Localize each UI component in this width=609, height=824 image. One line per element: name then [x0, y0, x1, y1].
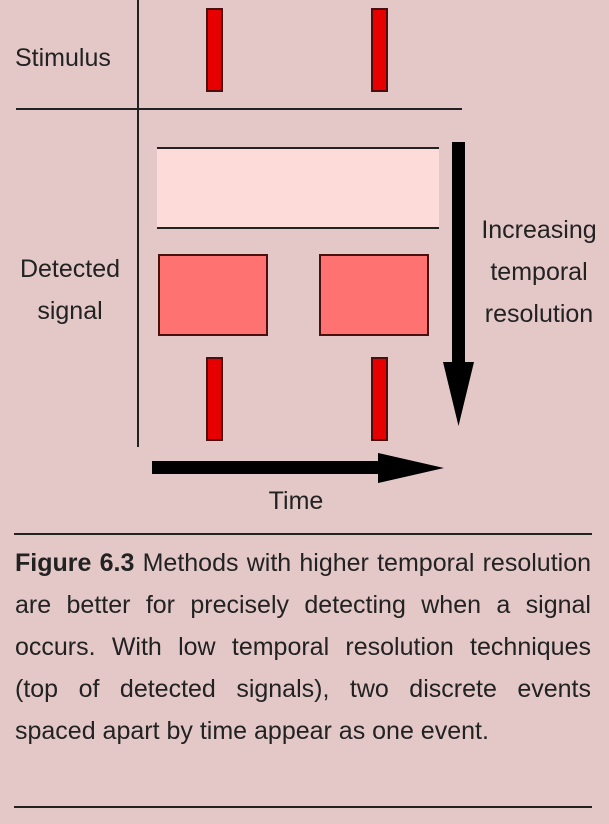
increasing-resolution-label: Increasing temporal resolution [470, 209, 608, 335]
stimulus-label: Stimulus [15, 44, 111, 72]
increasing-label-line-3: resolution [484, 300, 594, 328]
caption-top-rule [14, 533, 592, 535]
vertical-axis-line [137, 0, 139, 447]
increasing-label-line-1: Increasing [481, 216, 597, 244]
caption-bottom-rule [14, 806, 592, 808]
detected-label-line-1: Detected [19, 255, 121, 283]
figure-number: Figure 6.3 [15, 549, 135, 577]
detected-label-line-2: signal [37, 297, 103, 325]
time-axis-label: Time [268, 487, 324, 515]
medium-resolution-signal-box-1 [158, 254, 268, 336]
stimulus-event-bar-1 [206, 8, 223, 92]
stimulus-event-bar-2 [371, 8, 388, 92]
increasing-label-line-2: temporal [490, 258, 588, 286]
low-resolution-signal-box [157, 147, 439, 229]
high-resolution-event-bar-2 [371, 357, 388, 441]
high-resolution-event-bar-1 [206, 357, 223, 441]
increasing-resolution-arrow [443, 142, 474, 426]
row-divider-line [16, 108, 462, 110]
figure-caption: Figure 6.3 Methods with higher temporal … [15, 542, 591, 752]
detected-signal-label: Detected signal [0, 248, 140, 332]
medium-resolution-signal-box-2 [319, 254, 429, 336]
caption-text: Methods with higher temporal resolution … [15, 549, 592, 745]
time-arrow [152, 453, 444, 483]
